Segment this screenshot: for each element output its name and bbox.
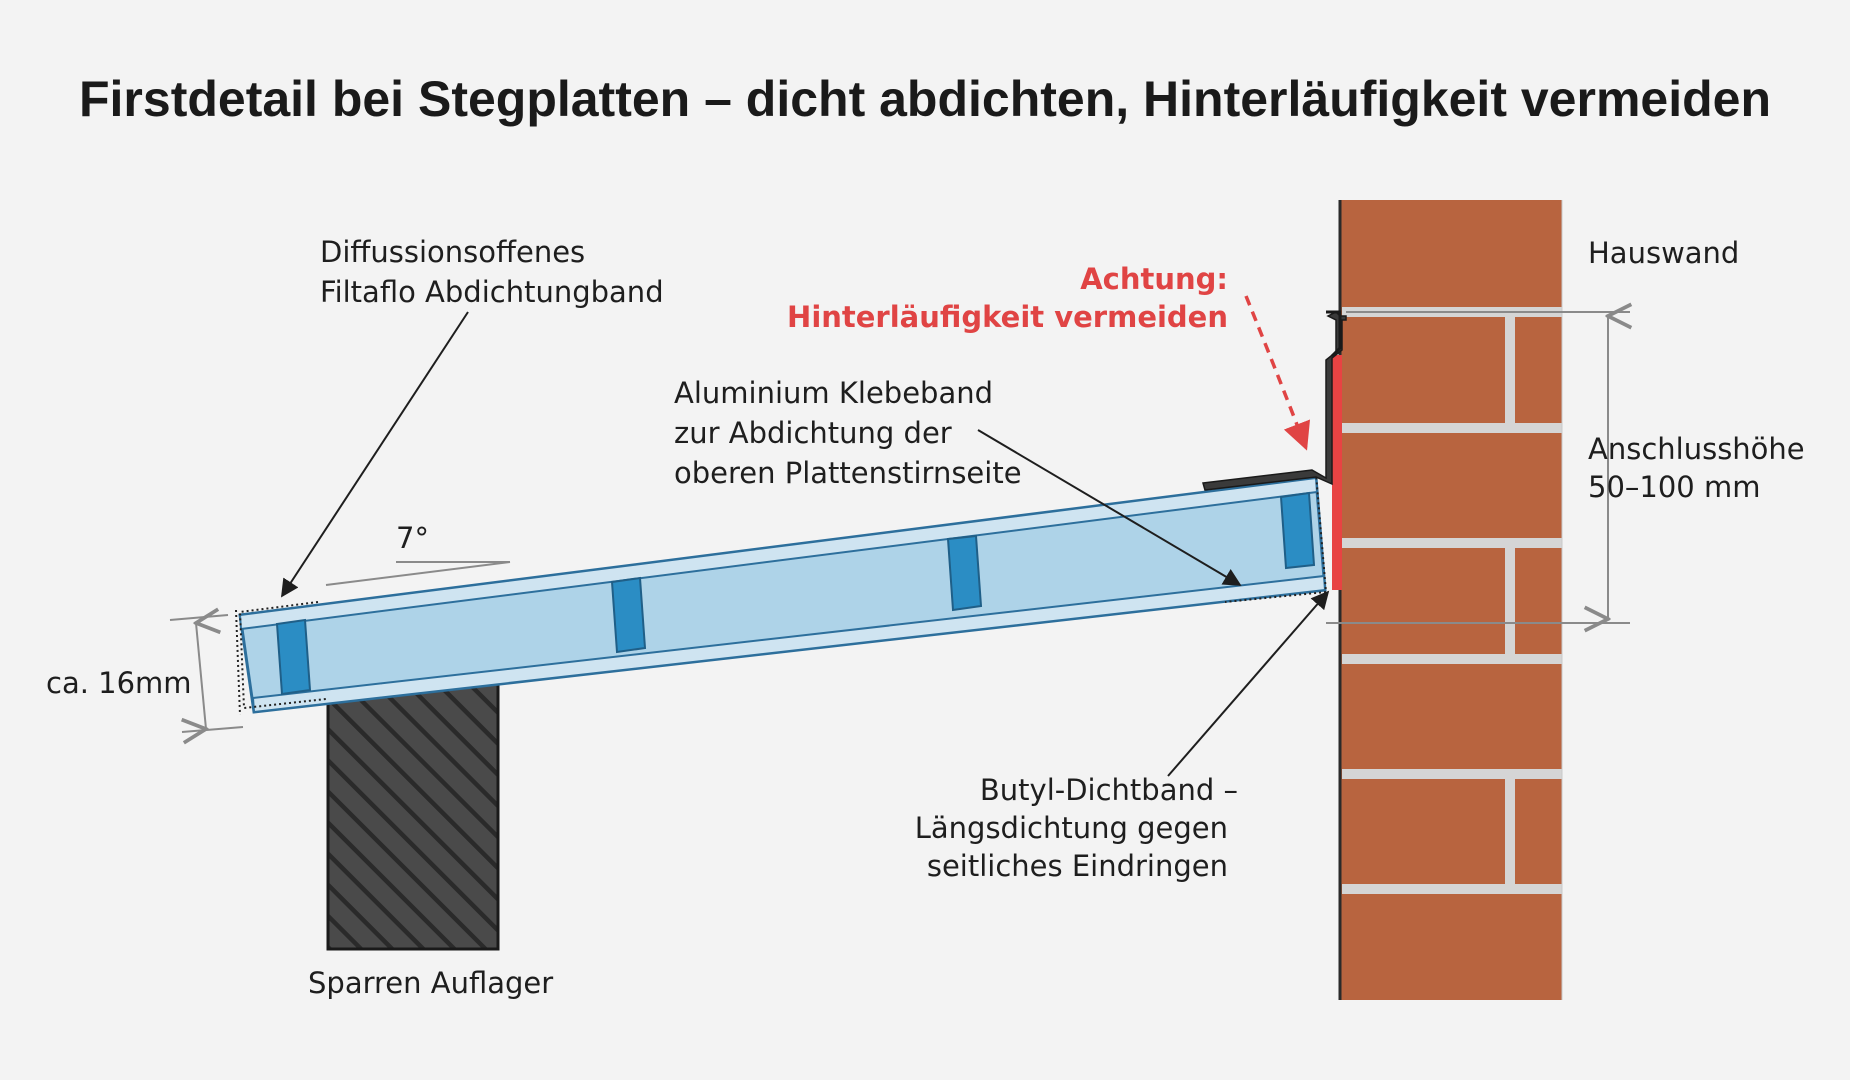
warning-label-line1: Achtung: [1080, 262, 1228, 296]
warning-label-line2: Hinterläufigkeit vermeiden [787, 300, 1228, 334]
wall-flashing [1202, 311, 1347, 491]
rafter-support [326, 670, 500, 951]
mortar-bed-joint [1342, 538, 1562, 548]
butyl-leader [1167, 590, 1330, 777]
mortar-bed-joint [1342, 654, 1562, 664]
aluminium-tape [1209, 472, 1328, 603]
butyl-label-line1: Butyl-Dichtband – [980, 773, 1238, 807]
page-title: Firstdetail bei Stegplatten – dicht abdi… [79, 71, 1771, 127]
filtaflo-label-line2: Filtaflo Abdichtungband [320, 275, 664, 309]
filtaflo-label-line1: Diffussionsoffenes [320, 235, 585, 269]
mortar-bed-joint [1342, 423, 1562, 433]
aluminium-leader [977, 429, 1242, 586]
butyl-sealing-strip [1332, 355, 1342, 590]
thickness-dimension [169, 615, 244, 732]
brick-wall [1338, 200, 1563, 1000]
wall-label: Hauswand [1588, 236, 1739, 270]
filtaflo-tape [235, 601, 327, 716]
mortar-bed-joint [1342, 769, 1562, 779]
connection-height-label-line1: Anschlusshöhe [1588, 432, 1805, 466]
mortar-head-joint [1505, 312, 1515, 428]
connection-height-dimension [1326, 312, 1630, 623]
warning-arrow [1244, 295, 1311, 451]
butyl-label-line2: Längsdichtung gegen [915, 811, 1228, 845]
connection-height-label-line2: 50–100 mm [1588, 470, 1760, 504]
mortar-head-joint [1505, 774, 1515, 889]
aluminium-label-line2: zur Abdichtung der [674, 416, 952, 450]
mortar-bed-joint [1342, 884, 1562, 894]
thickness-label: ca. 16mm [46, 666, 192, 700]
aluminium-label-line3: oberen Plattenstirnseite [674, 456, 1022, 490]
multiwall-panel [238, 476, 1327, 714]
filtaflo-leader [281, 311, 469, 598]
support-label: Sparren Auflager [308, 966, 553, 1000]
angle-label: 7° [396, 521, 429, 555]
angle-indicator [325, 561, 511, 586]
mortar-head-joint [1505, 543, 1515, 659]
aluminium-label-line1: Aluminium Klebeband [674, 376, 993, 410]
butyl-label-line3: seitliches Eindringen [927, 849, 1228, 883]
